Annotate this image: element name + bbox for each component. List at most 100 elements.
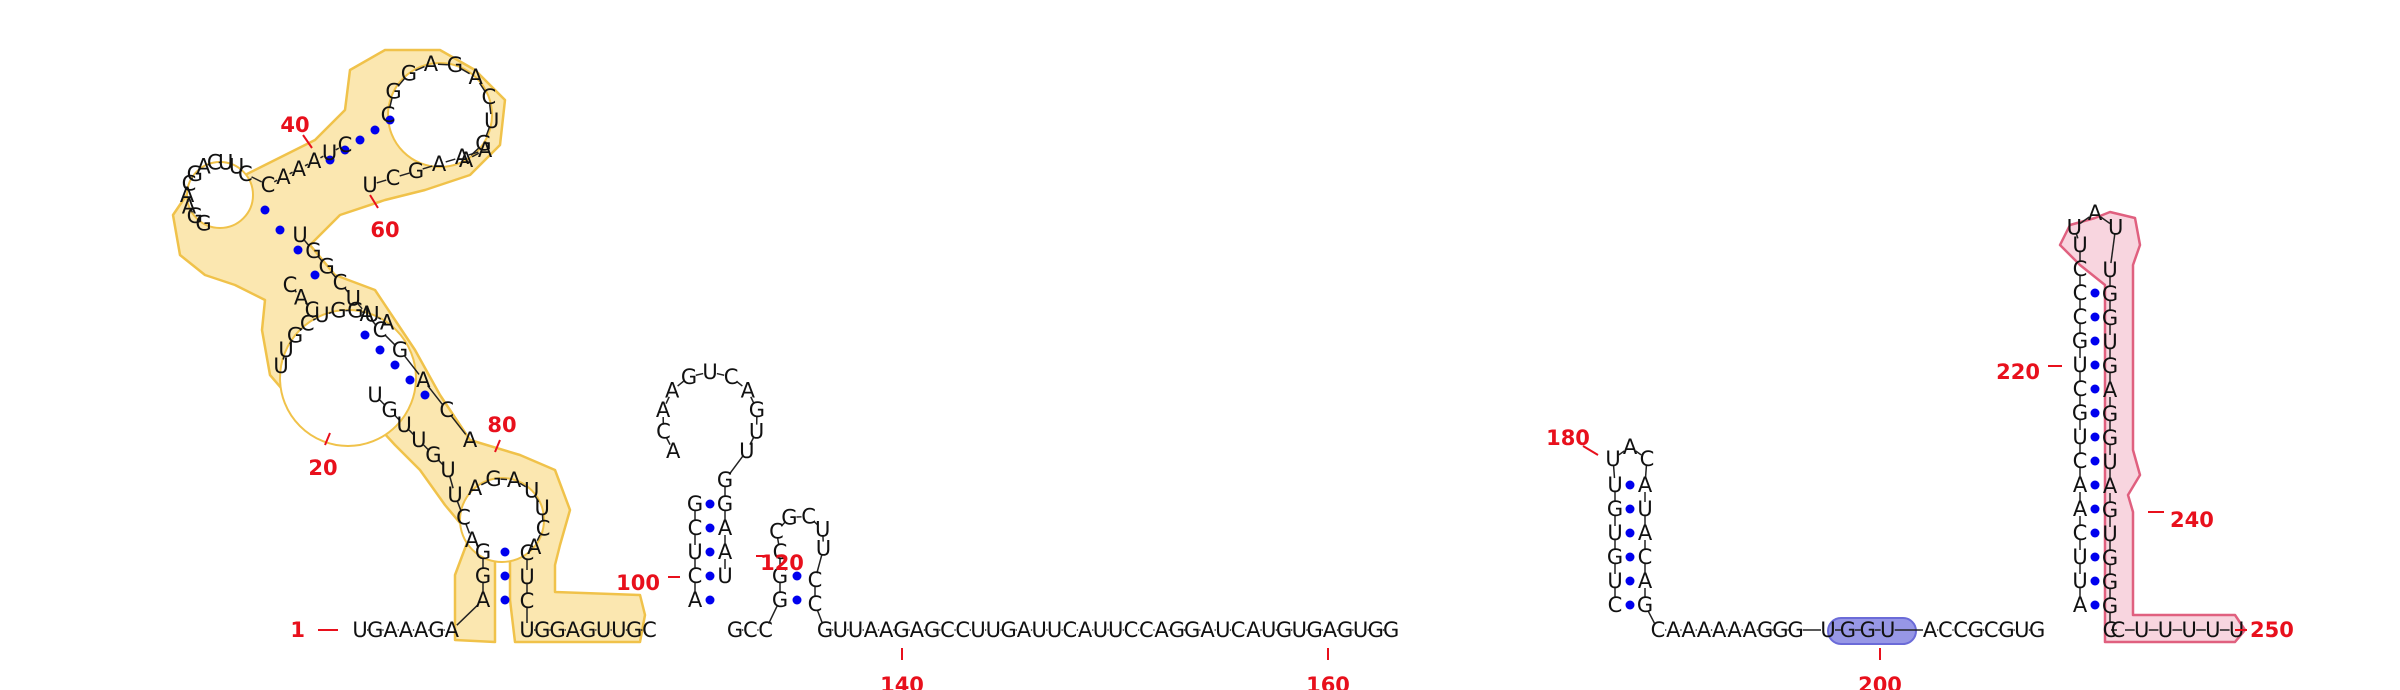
pair-dot — [293, 245, 303, 255]
nucleotide-206: U — [2072, 545, 2087, 569]
nucleotide-96: C — [688, 564, 703, 588]
nucleotide-57: G — [475, 132, 491, 156]
backbone-link — [370, 319, 377, 326]
position-label-40: 40 — [280, 113, 309, 137]
nucleotide-234: U — [2102, 522, 2117, 546]
backbone-link — [304, 163, 309, 167]
nucleotide-102: A — [656, 398, 671, 422]
nucleotide-20: U — [273, 354, 288, 378]
nucleotide-220: U — [2067, 215, 2082, 239]
nucleotide-49: C — [381, 103, 396, 127]
nucleotide-156: C — [1231, 618, 1246, 642]
nucleotide-199: G — [1968, 618, 1984, 642]
nucleotide-39: C — [207, 151, 222, 175]
nucleotide-230: G — [2102, 426, 2118, 450]
nucleotide-166: G — [1383, 618, 1399, 642]
base-pair-dots — [260, 115, 2100, 610]
backbone-link — [813, 520, 819, 526]
nucleotide-109: U — [749, 420, 764, 444]
position-label-120: 120 — [760, 551, 804, 575]
nucleotide-179: C — [1638, 545, 1653, 569]
nucleotide-124: C — [801, 505, 816, 529]
nucleotide-98: C — [688, 516, 703, 540]
backbone-link — [362, 311, 366, 314]
backbone-link — [335, 147, 340, 151]
nucleotide-141: G — [1000, 618, 1016, 642]
nucleotide-193: G — [1840, 618, 1856, 642]
nucleotide-242: U — [2181, 618, 2196, 642]
nucleotide-116: G — [727, 618, 743, 642]
nucleotide-197: C — [1938, 618, 1953, 642]
nucleotide-66: G — [305, 239, 321, 263]
nucleotide-145: C — [1062, 618, 1077, 642]
backbone-link — [299, 327, 303, 332]
nucleotide-100: A — [666, 439, 681, 463]
nucleotide-200: C — [1984, 618, 1999, 642]
nucleotide-27: U — [364, 302, 379, 326]
position-label-220: 220 — [1996, 360, 2040, 384]
nucleotide-164: U — [1353, 618, 1368, 642]
nucleotide-181: G — [1637, 593, 1653, 617]
nucleotide-83: C — [520, 541, 535, 565]
position-label-80: 80 — [487, 413, 516, 437]
nucleotide-123: G — [781, 505, 797, 529]
backbone-link — [251, 176, 263, 183]
pair-dot — [2090, 360, 2100, 370]
backbone-link — [665, 396, 670, 404]
nucleotide-237: G — [2102, 594, 2118, 618]
nucleotide-77: G — [485, 467, 501, 491]
nucleotide-108: G — [749, 398, 765, 422]
pair-dot — [500, 547, 510, 557]
nucleotide-12: C — [456, 506, 471, 530]
pair-dot — [2090, 576, 2100, 586]
nucleotide-178: A — [1638, 521, 1653, 545]
position-label-20: 20 — [308, 456, 337, 480]
backbone-link — [415, 65, 425, 72]
nucleotide-86: U — [519, 618, 534, 642]
nucleotide-215: G — [2072, 329, 2088, 353]
nucleotide-144: U — [1047, 618, 1062, 642]
nucleotide-111: G — [717, 468, 733, 492]
backbone-link — [736, 380, 743, 387]
backbone-link — [2075, 233, 2079, 239]
nucleotide-154: A — [1200, 618, 1215, 642]
nucleotide-50: G — [385, 80, 401, 104]
pair-dot — [1625, 600, 1635, 610]
nucleotide-169: G — [1607, 545, 1623, 569]
nucleotide-59: A — [478, 138, 493, 162]
pair-dot — [360, 330, 370, 340]
nucleotide-136: G — [924, 618, 940, 642]
nucleotide-125: U — [815, 517, 830, 541]
highlight-regions — [171, 48, 2247, 645]
pair-dot — [2090, 600, 2100, 610]
pair-dot — [500, 595, 510, 605]
backbone-link — [776, 538, 780, 546]
nucleotide-93: G — [626, 618, 642, 642]
nucleotide-192: U — [1820, 618, 1835, 642]
nucleotide-94: C — [642, 618, 657, 642]
nucleotide-3: A — [383, 618, 398, 642]
nucleotide-217: C — [2073, 281, 2088, 305]
nucleotide-76: A — [468, 476, 483, 500]
nucleotide-117: C — [743, 618, 758, 642]
nucleotide-155: U — [1215, 618, 1230, 642]
nucleotide-160: U — [1292, 618, 1307, 642]
nucleotide-40: U — [218, 151, 233, 175]
nucleotide-194: G — [1860, 618, 1876, 642]
position-label-240: 240 — [2170, 508, 2214, 532]
nucleotide-107: A — [741, 378, 756, 402]
backbone-link — [2079, 216, 2090, 225]
pair-dot — [705, 595, 715, 605]
backbone-link — [239, 168, 243, 172]
pair-dot — [2090, 384, 2100, 394]
nucleotide-151: A — [1154, 618, 1169, 642]
nucleotide-24: U — [314, 303, 329, 327]
pair-dot — [2090, 528, 2100, 538]
nucleotide-119: G — [772, 588, 788, 612]
nucleotide-241: U — [2158, 618, 2173, 642]
nucleotide-180: A — [1638, 569, 1653, 593]
nucleotide-202: U — [2014, 618, 2029, 642]
backbone-link — [488, 104, 492, 115]
nucleotide-175: C — [1640, 447, 1655, 471]
